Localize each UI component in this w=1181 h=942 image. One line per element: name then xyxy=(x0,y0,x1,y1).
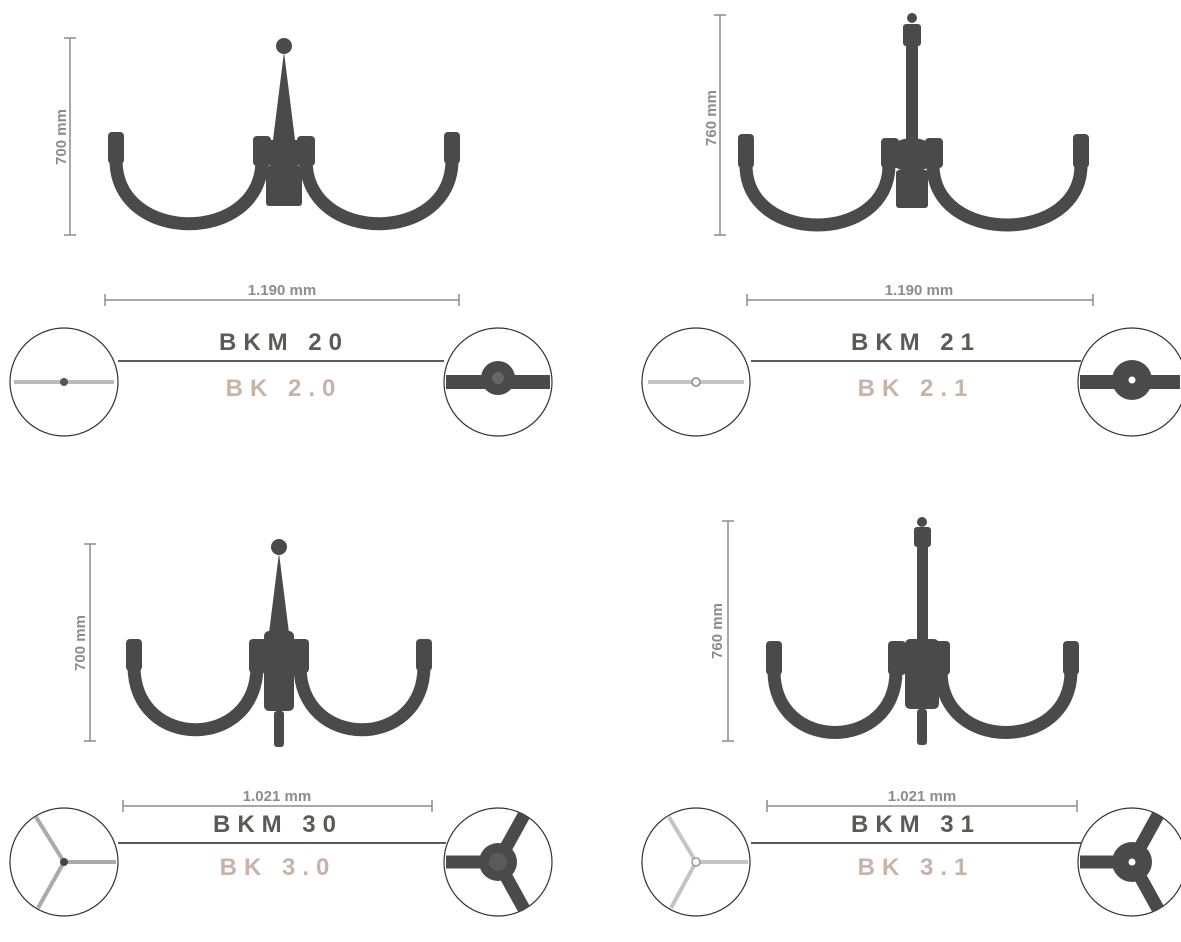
top-view-circle xyxy=(641,807,751,917)
detail-view-circle xyxy=(443,807,553,917)
product-panel-bkm-20: 700 mm 1.190 mm BKM 20 BK 2.0 xyxy=(9,37,553,437)
height-label: 700 mm xyxy=(72,615,89,671)
height-label: 700 mm xyxy=(53,109,70,165)
top-view-circle xyxy=(9,327,119,437)
height-dimension: 760 mm xyxy=(709,520,734,742)
width-label: 1.021 mm xyxy=(888,788,956,805)
width-label: 1.190 mm xyxy=(885,282,953,299)
height-dimension: 760 mm xyxy=(703,14,726,236)
product-code: BKM 30 xyxy=(213,811,343,838)
detail-view-circle xyxy=(443,327,553,437)
width-dimension: 1.190 mm xyxy=(104,282,460,306)
product-code: BKM 31 xyxy=(851,811,981,838)
height-label: 760 mm xyxy=(703,90,720,146)
product-subcode: BK 2.0 xyxy=(226,375,343,402)
product-panel-bkm-21: 760 mm 1.190 mm BKM 21 BK 2.1 xyxy=(641,13,1181,437)
product-subcode: BK 2.1 xyxy=(858,375,975,402)
product-subcode: BK 3.1 xyxy=(858,854,975,881)
top-view-circle xyxy=(641,327,751,437)
product-panel-bkm-31: 760 mm 1.021 mm BKM 31 BK 3.1 xyxy=(641,517,1181,917)
top-view-circle xyxy=(9,807,119,917)
width-label: 1.190 mm xyxy=(248,282,316,299)
height-dimension: 700 mm xyxy=(72,543,96,742)
detail-view-circle xyxy=(1077,327,1181,437)
chandelier-2-arm-spike-image xyxy=(108,38,460,231)
height-dimension: 700 mm xyxy=(53,37,76,236)
chandelier-3-arm-spike-image xyxy=(126,539,432,747)
height-label: 760 mm xyxy=(709,603,726,659)
detail-view-circle xyxy=(1077,807,1181,917)
width-dimension: 1.021 mm xyxy=(122,788,433,812)
width-label: 1.021 mm xyxy=(243,788,311,805)
product-subcode: BK 3.0 xyxy=(220,854,337,881)
product-panel-bkm-30: 700 mm 1.021 mm BKM 30 BK 3.0 xyxy=(9,539,553,917)
width-dimension: 1.190 mm xyxy=(746,282,1094,306)
product-code: BKM 21 xyxy=(851,329,981,356)
width-dimension: 1.021 mm xyxy=(766,788,1078,812)
product-code: BKM 20 xyxy=(219,329,349,356)
chandelier-3-arm-pole-image xyxy=(766,517,1079,745)
chandelier-2-arm-pole-image xyxy=(738,13,1089,232)
